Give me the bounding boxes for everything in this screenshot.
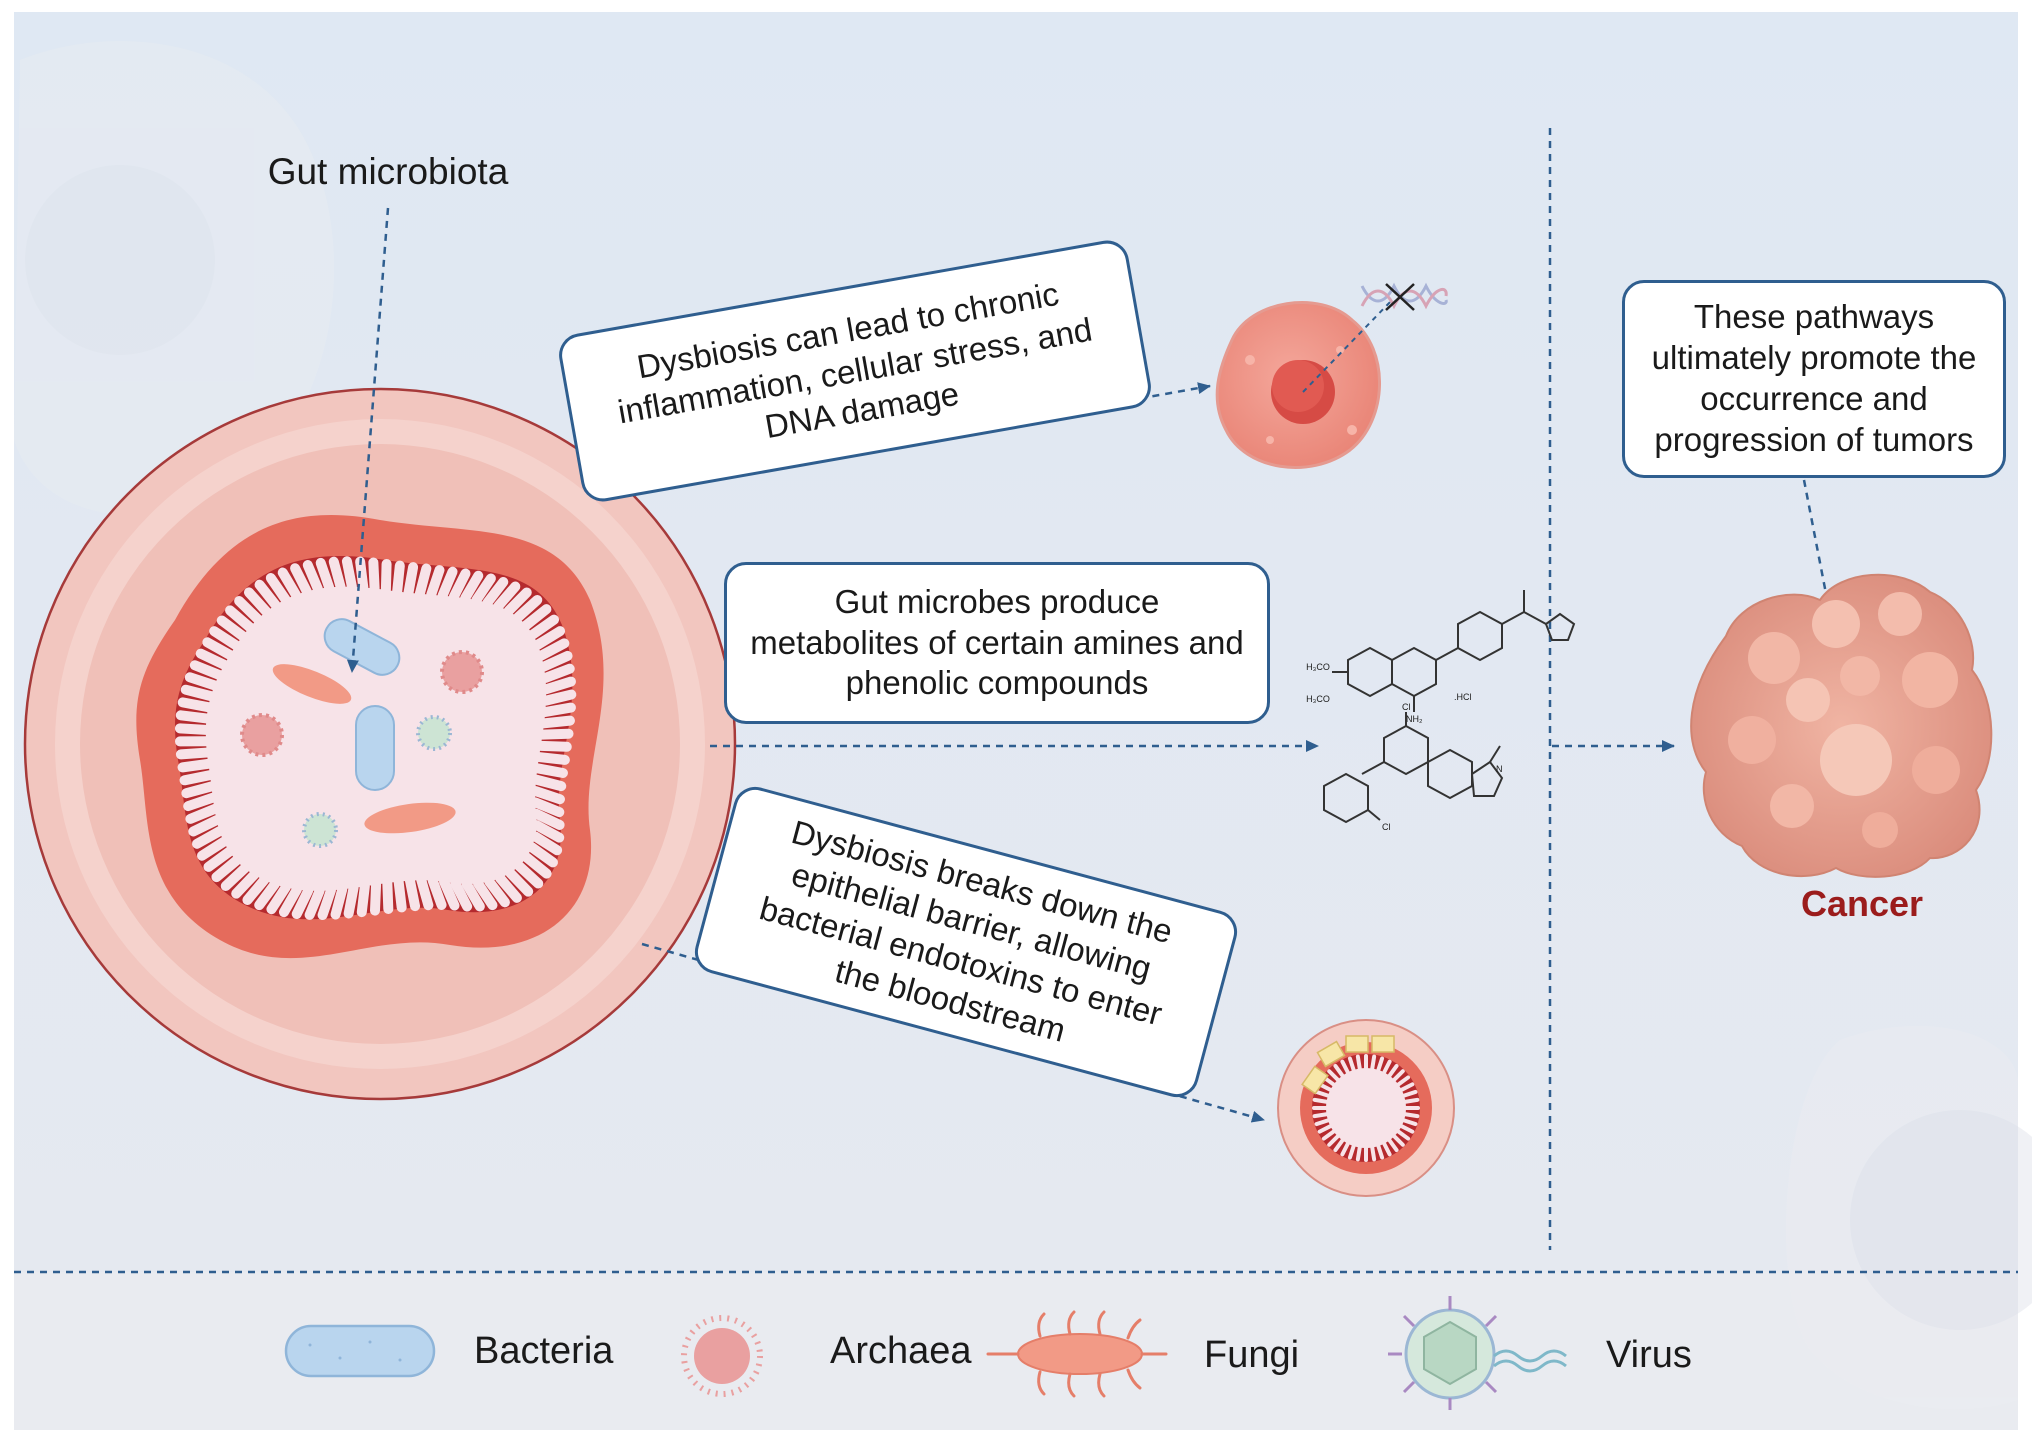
- villus: [1315, 1114, 1327, 1116]
- villus: [420, 569, 427, 594]
- villus: [183, 702, 209, 707]
- villus: [1315, 1100, 1327, 1102]
- villus: [1406, 1100, 1418, 1102]
- villus: [181, 753, 207, 755]
- chem-label-cl-1: Cl: [1402, 702, 1411, 712]
- box-pathways: These pathways ultimately promote the oc…: [1622, 280, 2006, 478]
- villus: [543, 734, 569, 735]
- chem-label-hcl: .HCl: [1454, 692, 1472, 702]
- villus: [539, 757, 565, 760]
- villus: [183, 764, 209, 768]
- villus: [1358, 1057, 1360, 1069]
- villus: [336, 889, 343, 914]
- chem-label-cl-2: Cl: [1382, 822, 1391, 832]
- villus: [334, 562, 341, 587]
- villus: [536, 780, 561, 786]
- gut-bacteria-2: [356, 706, 394, 790]
- villus: [544, 721, 570, 724]
- villus: [347, 561, 352, 587]
- villus: [180, 728, 206, 729]
- villus: [387, 883, 388, 909]
- box-metabolites: Gut microbes produce metabolites of cert…: [724, 562, 1270, 724]
- legend-label-fungi: Fungi: [1204, 1334, 1299, 1377]
- villus: [1358, 1148, 1360, 1160]
- villus: [541, 746, 567, 747]
- villus: [1372, 1148, 1374, 1160]
- legend-label-virus: Virus: [1606, 1334, 1692, 1377]
- villus: [181, 715, 207, 718]
- tumor-icon: [1691, 575, 1991, 877]
- villus: [546, 695, 571, 701]
- villus: [362, 886, 365, 912]
- gut-archaea-1: [242, 715, 282, 755]
- villus: [408, 567, 413, 593]
- villus: [186, 786, 211, 793]
- villus: [186, 690, 211, 696]
- villus: [537, 768, 563, 773]
- villus: [397, 566, 400, 592]
- villus: [185, 775, 210, 780]
- villus: [410, 881, 415, 907]
- chem-label-nh2: NH₂: [1406, 714, 1423, 724]
- villus: [545, 708, 571, 712]
- legend-label-archaea: Archaea: [830, 1330, 972, 1373]
- chem-label-h3co-2: H₃CO: [1306, 694, 1330, 704]
- damaged-barrier-icon: [1278, 1020, 1454, 1196]
- gut-virus-2: [304, 814, 336, 846]
- villus: [386, 564, 387, 590]
- villus: [1372, 1057, 1374, 1069]
- villus: [349, 888, 354, 914]
- gut-archaea-2: [442, 652, 482, 692]
- faded-cell-bottom-right: [1786, 1026, 2032, 1409]
- chem-label-h3co-1: H₃CO: [1306, 662, 1330, 672]
- bacteria-icon: [286, 1326, 434, 1376]
- gut-virus-1: [418, 717, 450, 749]
- box-metabolites-text: Gut microbes produce metabolites of cert…: [727, 565, 1267, 721]
- title-gut-microbiota: Gut microbiota: [268, 151, 509, 192]
- villus: [1406, 1114, 1418, 1116]
- villus: [421, 880, 428, 905]
- legend-label-bacteria: Bacteria: [474, 1330, 613, 1373]
- villus: [373, 562, 374, 588]
- villus: [375, 885, 376, 911]
- chem-label-n: N: [1496, 764, 1503, 774]
- cancer-label: Cancer: [1801, 883, 1923, 924]
- villus: [399, 882, 402, 908]
- box-pathways-text: These pathways ultimately promote the oc…: [1625, 283, 2003, 475]
